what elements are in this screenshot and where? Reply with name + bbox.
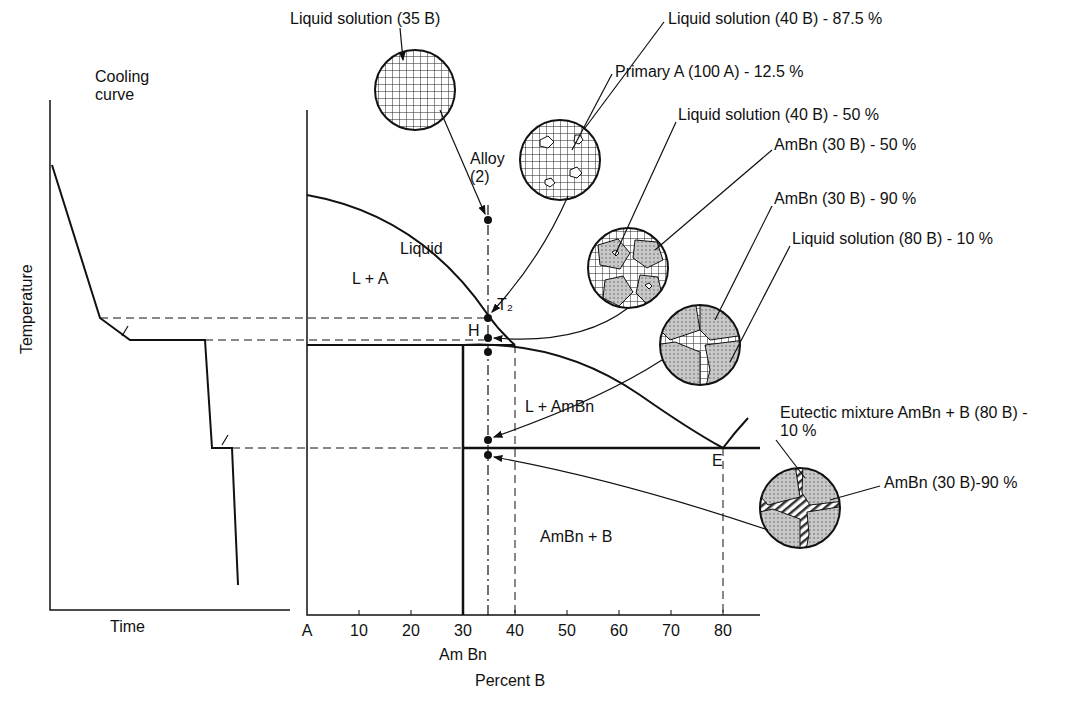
structure-label: Primary A (100 A) - 12.5 % <box>615 63 804 81</box>
region-label: L + AmBn <box>525 398 594 416</box>
tick-label: A <box>302 622 313 640</box>
tick-label: 60 <box>610 622 628 640</box>
alloy-label: Alloy (2) <box>470 150 520 187</box>
structure-label: Liquid solution (80 B) - 10 % <box>792 230 993 248</box>
region-label: L + A <box>352 270 388 288</box>
axis-title: Time <box>110 618 145 636</box>
axis-title: Temperature <box>18 264 36 354</box>
tick-label: 70 <box>662 622 680 640</box>
compound-label: Am Bn <box>439 646 487 664</box>
structure-label: Liquid solution (35 B) <box>290 10 440 28</box>
tick-label: 80 <box>714 622 732 640</box>
structure-label: AmBn (30 B) - 50 % <box>774 136 916 154</box>
region-label: AmBn + B <box>540 528 612 546</box>
tick-label: 20 <box>402 622 420 640</box>
tick-label: 10 <box>350 622 368 640</box>
structure-label: AmBn (30 B)-90 % <box>884 474 1017 492</box>
axis-caption: Cooling curve <box>95 68 165 105</box>
structure-label: AmBn (30 B) - 90 % <box>774 190 916 208</box>
structure-label: Eutectic mixture AmBn + B (80 B) - 10 % <box>780 404 1045 441</box>
tick-label: 30 <box>454 622 472 640</box>
point-label: H <box>468 322 480 340</box>
point-label: E <box>712 452 723 470</box>
region-label: Liquid <box>400 240 443 258</box>
axis-title: Percent B <box>475 672 545 690</box>
structure-label: Liquid solution (40 B) - 87.5 % <box>668 10 882 28</box>
point-label: T₂ <box>497 296 513 314</box>
structure-label: Liquid solution (40 B) - 50 % <box>678 106 879 124</box>
tick-label: 50 <box>558 622 576 640</box>
tick-label: 40 <box>506 622 524 640</box>
